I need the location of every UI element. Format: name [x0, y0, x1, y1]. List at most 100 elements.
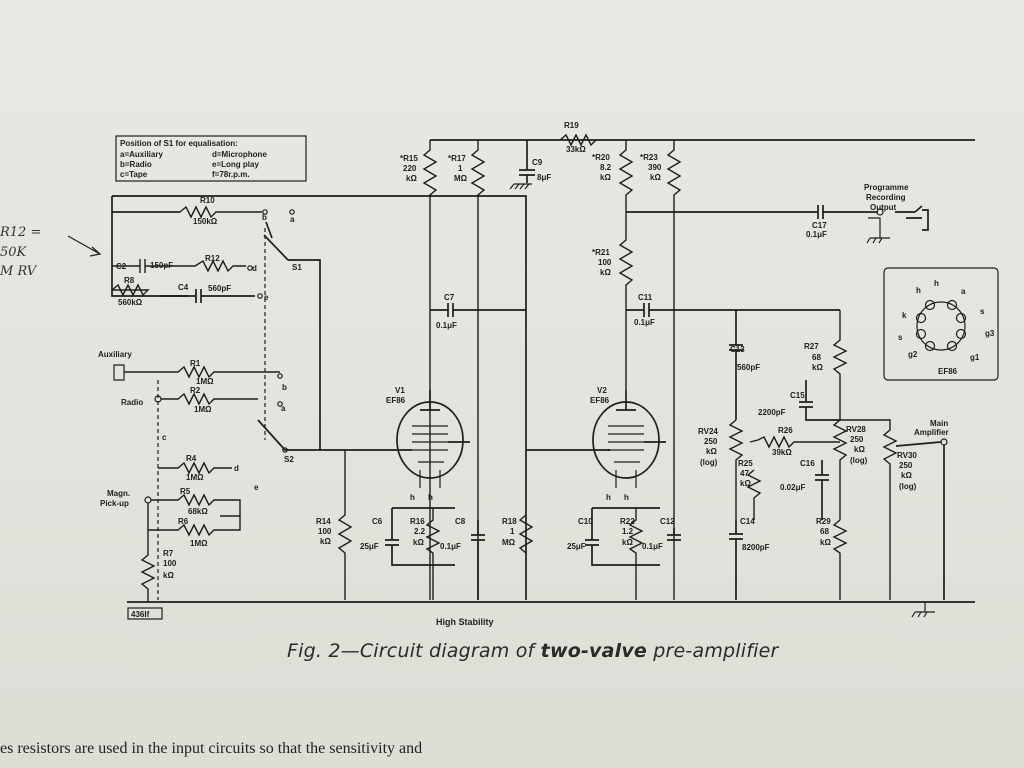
arrow-icon [67, 235, 102, 257]
capacitor-c7 [430, 303, 526, 317]
svg-text:0.1μF: 0.1μF [440, 542, 461, 551]
svg-text:kΩ: kΩ [320, 537, 331, 546]
body-text-line-1: es resistors are used in the input circu… [0, 740, 423, 757]
resistor-r29 [832, 519, 848, 600]
svg-text:C12: C12 [660, 517, 675, 526]
svg-text:100: 100 [318, 527, 332, 536]
svg-text:kΩ: kΩ [901, 471, 912, 480]
svg-text:R10: R10 [200, 196, 215, 205]
svg-text:47: 47 [740, 469, 749, 478]
svg-text:(log): (log) [899, 482, 917, 491]
svg-text:250: 250 [850, 435, 864, 444]
earth-icon [509, 183, 532, 190]
svg-text:k: k [902, 311, 907, 320]
svg-text:R7: R7 [163, 549, 174, 558]
svg-text:EF86: EF86 [938, 367, 958, 376]
svg-text:R22: R22 [620, 517, 635, 526]
svg-text:68: 68 [820, 527, 829, 536]
legend-row-2-right: e=Long play [212, 160, 259, 169]
svg-text:R5: R5 [180, 487, 191, 496]
svg-text:R25: R25 [738, 459, 753, 468]
svg-text:kΩ: kΩ [812, 363, 823, 372]
ef86-base-diagram: h h a s g3 g1 g2 s k EF86 [883, 267, 999, 381]
resistor-r4 [158, 461, 232, 475]
svg-text:s: s [980, 307, 985, 316]
chassis-tag [127, 607, 163, 620]
svg-text:(log): (log) [700, 458, 718, 467]
svg-text:C16: C16 [800, 459, 815, 468]
legend-row-3-right: f=78r.p.m. [212, 170, 250, 179]
svg-text:g2: g2 [908, 350, 918, 359]
svg-text:kΩ: kΩ [406, 174, 417, 183]
high-stability-note: High Stability [436, 617, 494, 627]
svg-text:RV24: RV24 [698, 427, 718, 436]
svg-text:33kΩ: 33kΩ [566, 145, 586, 154]
switch-s2[interactable] [257, 419, 395, 451]
svg-text:Recording: Recording [866, 193, 906, 202]
svg-text:Magn.: Magn. [107, 489, 130, 498]
resistor-r19 [559, 133, 597, 147]
jack-socket-icon[interactable] [895, 205, 929, 231]
svg-text:25μF: 25μF [360, 542, 379, 551]
svg-text:C4: C4 [178, 283, 189, 292]
svg-text:kΩ: kΩ [740, 479, 751, 488]
svg-text:1MΩ: 1MΩ [196, 377, 214, 386]
svg-text:e: e [264, 293, 269, 302]
svg-text:R4: R4 [186, 454, 197, 463]
auxiliary-socket-icon[interactable] [113, 364, 125, 381]
legend-row-1-right: d=Microphone [212, 150, 267, 159]
switch-s1[interactable] [263, 221, 289, 261]
legend-row-2-left: b=Radio [120, 160, 152, 169]
svg-text:d: d [252, 264, 257, 273]
svg-text:R2: R2 [190, 386, 201, 395]
svg-text:100: 100 [598, 258, 612, 267]
svg-text:h: h [934, 279, 939, 288]
svg-text:0.1μF: 0.1μF [634, 318, 655, 327]
main-output-socket-icon[interactable] [940, 438, 948, 446]
capacitor-c12 [667, 528, 681, 541]
svg-text:a: a [290, 215, 295, 224]
capacitor-c15 [799, 380, 840, 421]
svg-text:220: 220 [403, 164, 417, 173]
svg-text:50K: 50K [0, 245, 28, 260]
svg-text:436lf: 436lf [131, 610, 150, 619]
svg-text:560kΩ: 560kΩ [118, 298, 143, 307]
svg-text:RV30: RV30 [897, 451, 917, 460]
svg-text:C15: C15 [790, 391, 805, 400]
svg-text:h: h [916, 286, 921, 295]
valve-v1: V1 EF86 h h [386, 386, 470, 502]
pickup-socket-icon[interactable] [144, 496, 152, 504]
resistor-r5 [151, 493, 241, 517]
svg-text:250: 250 [899, 461, 913, 470]
svg-text:kΩ: kΩ [820, 538, 831, 547]
svg-text:s: s [898, 333, 903, 342]
capacitor-c4 [160, 289, 255, 303]
svg-text:0.02μF: 0.02μF [780, 483, 805, 492]
svg-text:C14: C14 [740, 517, 755, 526]
legend-row-3-left: c=Tape [120, 170, 148, 179]
resistor-r26 [749, 435, 840, 449]
resistor-r16 [425, 508, 441, 600]
svg-text:C7: C7 [444, 293, 455, 302]
svg-text:*R21: *R21 [592, 248, 610, 257]
svg-text:(log): (log) [850, 456, 868, 465]
svg-text:Radio: Radio [121, 398, 143, 407]
svg-text:kΩ: kΩ [622, 538, 633, 547]
svg-text:8μF: 8μF [537, 173, 551, 182]
svg-text:kΩ: kΩ [163, 571, 174, 580]
svg-text:C13: C13 [730, 345, 745, 354]
potentiometer-rv30 [840, 419, 898, 600]
svg-text:0.1μF: 0.1μF [642, 542, 663, 551]
svg-text:1.2: 1.2 [622, 527, 634, 536]
svg-text:R6: R6 [178, 517, 189, 526]
svg-text:V1: V1 [395, 386, 405, 395]
svg-text:h: h [410, 493, 415, 502]
capacitor-c2-resistor-r12 [112, 259, 246, 273]
svg-text:kΩ: kΩ [600, 173, 611, 182]
svg-text:1: 1 [510, 527, 515, 536]
resistor-r10 [179, 205, 262, 219]
resistor-r20-r21 [618, 140, 634, 390]
svg-text:g3: g3 [985, 329, 995, 338]
